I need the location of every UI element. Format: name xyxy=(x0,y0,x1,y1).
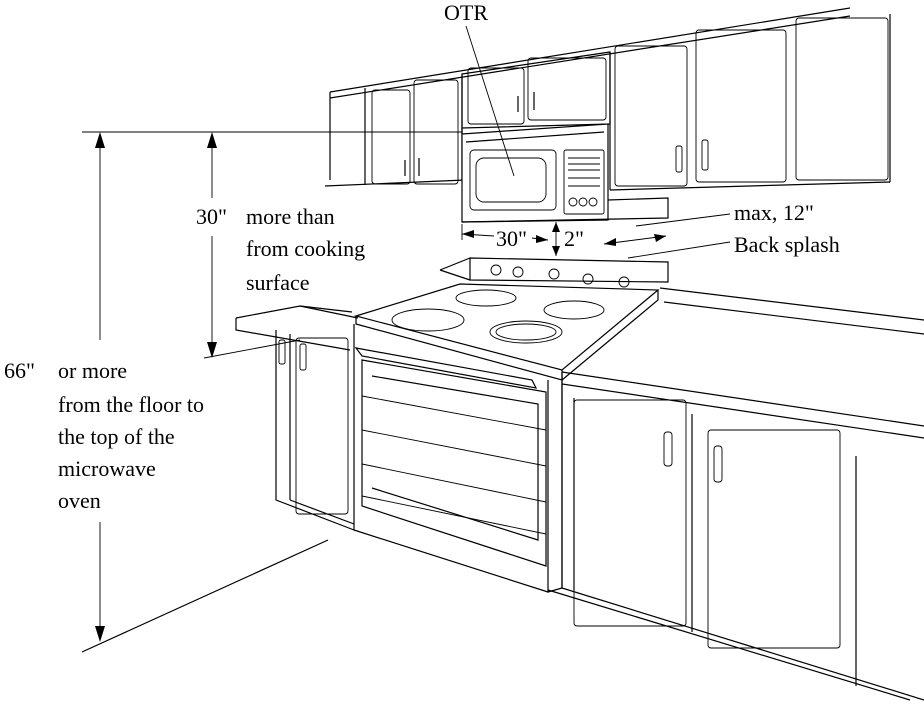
cabinet-handle xyxy=(675,145,683,173)
microwave-control-panel xyxy=(563,149,605,215)
cabinet-door xyxy=(695,29,787,183)
control-knob xyxy=(618,276,630,288)
cabinet-door xyxy=(573,399,687,627)
microwave-oven xyxy=(461,123,669,223)
burner-inner xyxy=(495,323,557,341)
cabinet-door xyxy=(371,89,411,185)
upper-cabinets xyxy=(324,7,891,191)
dim-2-label: 2" xyxy=(564,226,584,251)
microwave-window xyxy=(475,157,547,203)
control-knob xyxy=(548,268,560,280)
burner xyxy=(391,308,465,332)
cabinet-door xyxy=(614,45,688,187)
cabinet-handle xyxy=(663,431,673,467)
floor xyxy=(81,539,911,701)
oven-handle xyxy=(354,347,538,389)
oven-door xyxy=(361,359,547,567)
back-splash-label: Back splash xyxy=(734,232,840,257)
dim-66-label: 66" xyxy=(4,358,35,383)
lower-right-cabinets xyxy=(561,384,924,701)
or-more-text: or more from the floor to the top of the… xyxy=(58,358,210,513)
microwave-door xyxy=(469,149,557,211)
control-knob xyxy=(490,264,502,276)
cabinet-handle xyxy=(701,139,709,171)
cabinet-door xyxy=(707,429,841,649)
max-12-label: max, 12" xyxy=(734,200,814,225)
cabinet-door xyxy=(795,17,889,181)
range-backguard xyxy=(439,257,669,288)
more-than-text: more than from cooking surface xyxy=(246,204,371,295)
cabinet-handle xyxy=(713,445,723,483)
cabinet-door xyxy=(467,67,525,125)
cabinet-door xyxy=(527,57,607,121)
dimension-width: 30" 2" max, 12" Back splash xyxy=(461,200,840,259)
burner xyxy=(455,289,517,307)
dimension-66-inch: 66" or more from the floor to the top of… xyxy=(4,131,462,642)
burner xyxy=(489,320,563,344)
lower-left-cabinet xyxy=(275,330,355,531)
otr-label: OTR xyxy=(444,0,488,25)
dim-30-width-label: 30" xyxy=(496,226,527,251)
dimension-30-inch-vertical: 30" more than from cooking surface xyxy=(196,132,371,359)
cabinet-handle xyxy=(299,343,307,371)
control-knob xyxy=(582,273,594,285)
cabinet-door xyxy=(295,337,349,515)
otr-callout: OTR xyxy=(444,0,515,177)
dim-30-vertical-label: 30" xyxy=(196,204,227,229)
range xyxy=(353,283,660,593)
control-knob xyxy=(512,266,524,278)
burner xyxy=(543,300,605,320)
cabinet-handle xyxy=(278,339,286,365)
